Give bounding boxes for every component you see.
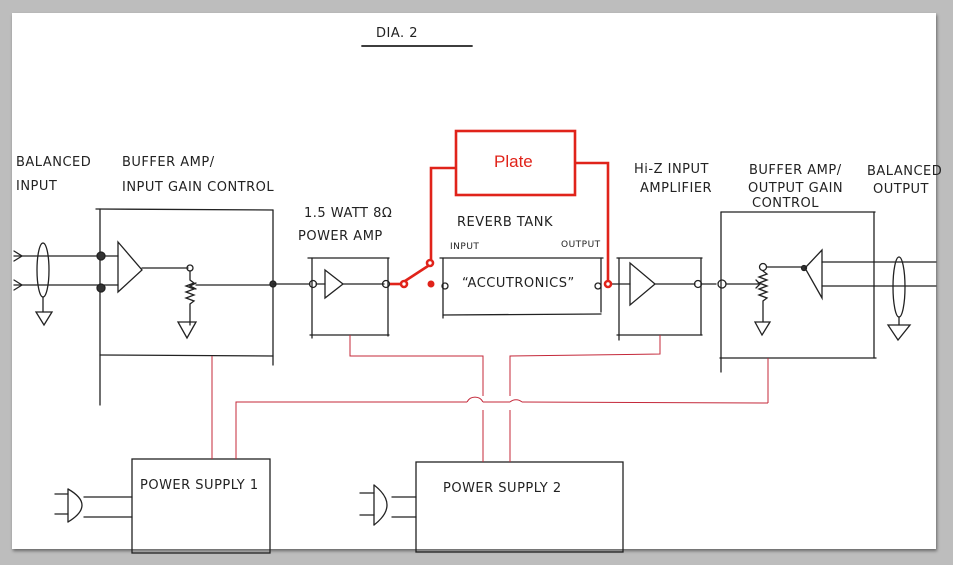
balanced-input-label-1: BALANCED [16,155,91,170]
reverb-tank-box [439,257,604,319]
balanced-input-label-2: INPUT [16,179,57,194]
tank-brand-label: “ACCUTRONICS” [462,276,575,291]
power-supply-2-label: POWER SUPPLY 2 [443,481,562,496]
balanced-output-wiring [886,256,912,342]
buffer-out-label-2: OUTPUT GAIN [748,181,843,196]
reverb-tank-label: REVERB TANK [457,215,553,230]
plate-label: Plate [494,152,533,171]
balanced-output-label-2: OUTPUT [873,182,929,197]
plate-signal-path [390,129,613,289]
buffer-in-label-1: BUFFER AMP/ [122,155,215,170]
input-jack-1 [96,251,106,261]
balanced-input-wiring [13,242,101,327]
output-buffer-box [700,211,937,373]
input-jack-2 [96,283,106,293]
power-supply-1-label: POWER SUPPLY 1 [140,478,259,493]
input-buffer-box [95,208,274,406]
input-buffer-amp [99,240,274,340]
buffer-out-label-1: BUFFER AMP/ [749,163,842,178]
balanced-output-label-1: BALANCED [867,164,942,179]
diagram-sheet [12,13,936,549]
power-wiring [211,335,769,462]
hiz-amp-label-1: Hi-Z INPUT [634,162,709,177]
switch-contact [427,280,435,288]
buffer-in-label-2: INPUT GAIN CONTROL [122,180,274,195]
hiz-amp-box [607,257,703,341]
power-amp-label-2: POWER AMP [298,229,383,244]
buffer-out-label-3: CONTROL [752,196,819,211]
power-supply-2-box [359,461,624,553]
diagram-title: DIA. 2 [376,26,418,41]
power-amp-box [272,257,391,339]
tank-output-label: OUTPUT [561,240,601,250]
tank-input-label: INPUT [450,242,479,252]
hiz-amp-label-2: AMPLIFIER [640,181,712,196]
power-amp-label-1: 1.5 WATT 8Ω [304,206,392,221]
power-supply-1-box [54,458,271,554]
